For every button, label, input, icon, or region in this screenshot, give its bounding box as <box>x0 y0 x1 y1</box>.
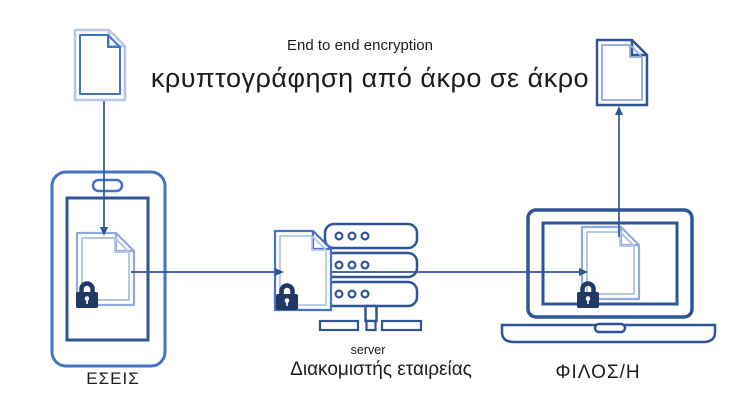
laptop-base <box>500 323 717 344</box>
locked-document-icon <box>75 231 136 308</box>
server-rack-icon <box>318 222 423 332</box>
smartphone-icon <box>50 170 167 368</box>
lock-icon <box>577 281 599 308</box>
locked-document-icon <box>273 229 333 312</box>
arrow-connector <box>100 101 623 276</box>
server-sublabel: server <box>350 343 386 357</box>
server-leds <box>334 231 370 299</box>
server-label: Διακομιστής εταιρείας <box>290 359 472 380</box>
title-english: End to end encryption <box>287 37 433 54</box>
locked-document-icon <box>577 225 641 308</box>
receiver-label: ΦΙΛΟΣ/Η <box>555 362 641 383</box>
speaker-pill <box>91 178 124 193</box>
title-greek: κρυπτογράφηση από άκρο σε άκρο <box>150 63 590 93</box>
sender-label: ΕΣΕΙΣ <box>86 369 140 388</box>
laptop-notch <box>593 322 627 334</box>
lock-icon <box>276 283 298 310</box>
lock-icon <box>76 281 98 308</box>
document-icon <box>73 28 127 102</box>
document-icon <box>595 38 649 107</box>
